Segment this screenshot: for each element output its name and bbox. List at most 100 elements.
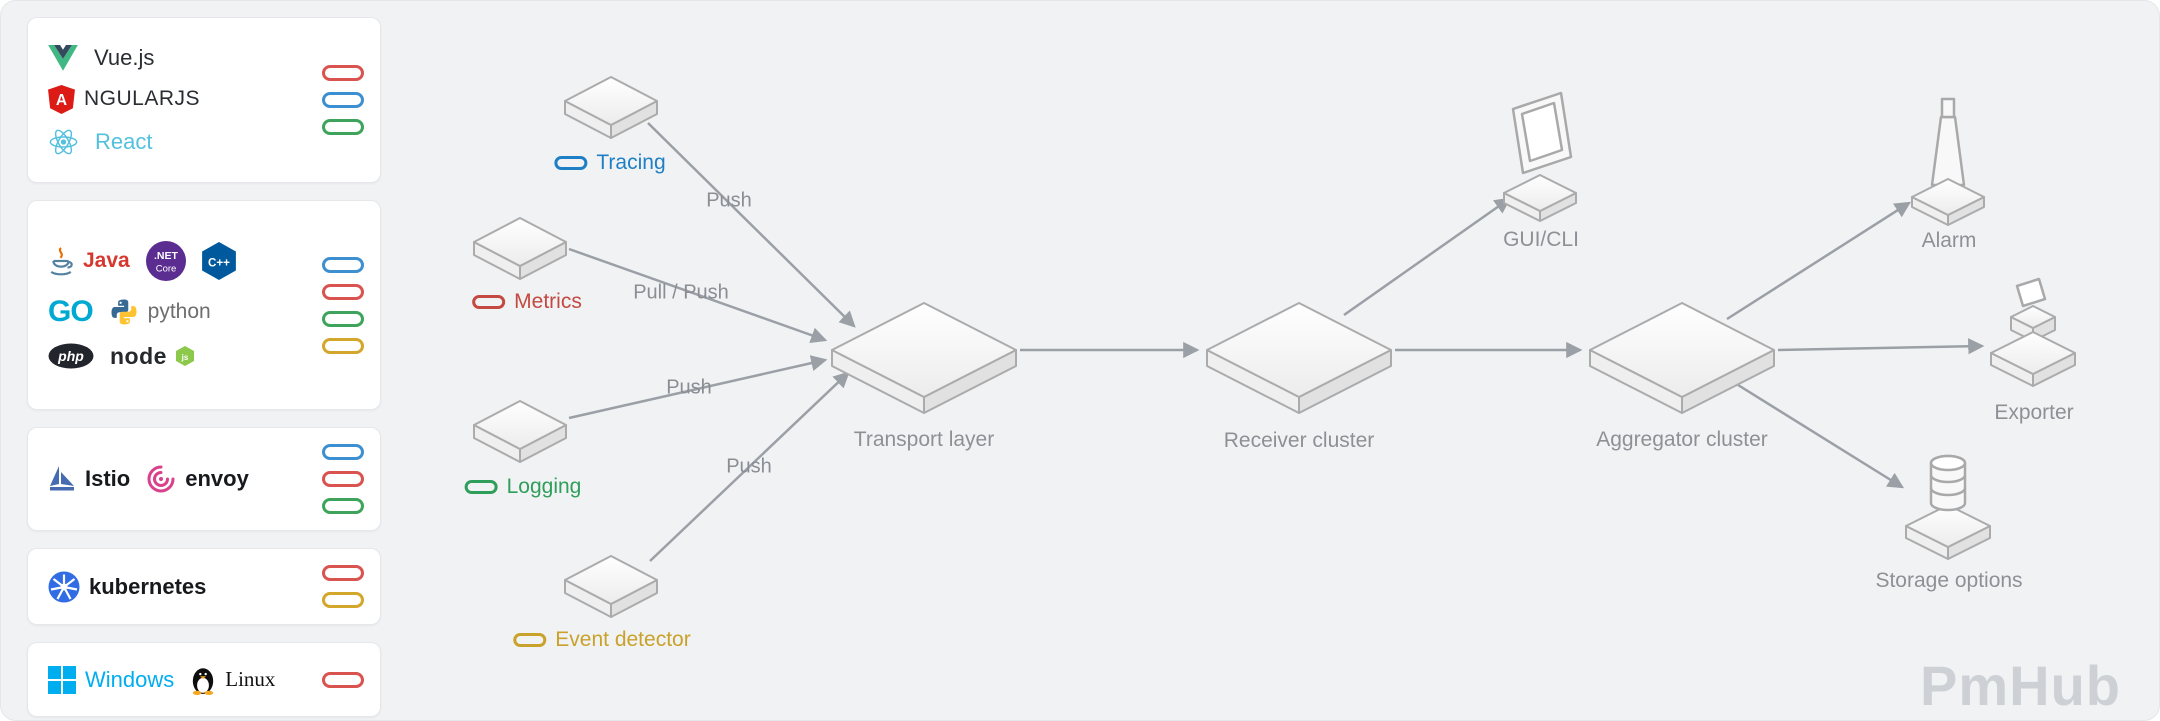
envoy-icon xyxy=(147,465,175,493)
go-icon: GO xyxy=(48,294,94,328)
pill-blue xyxy=(322,256,364,273)
arrow-tracing-to-transport xyxy=(647,122,856,328)
event-detector-box xyxy=(564,555,658,618)
edge-label-metrics: Pull / Push xyxy=(633,281,729,304)
arrow-event-to-transport xyxy=(649,371,850,562)
tech-istio: Istio xyxy=(48,464,130,494)
exporter-label: Exporter xyxy=(1994,401,2074,424)
nodejs-badge: js xyxy=(181,353,189,362)
tech-angularjs: A NGULARJS xyxy=(48,84,312,114)
pill-green xyxy=(322,498,364,514)
react-icon xyxy=(49,129,78,154)
tracing-pill-icon xyxy=(554,156,588,170)
pill-blue xyxy=(322,444,364,460)
metrics-box xyxy=(473,217,567,280)
tech-python: python xyxy=(109,297,211,327)
pill-green xyxy=(322,310,364,327)
tech-node: node js xyxy=(110,343,194,370)
react-label: React xyxy=(95,128,153,154)
edge-label-logging: Push xyxy=(666,376,712,399)
card4-pills xyxy=(322,565,364,608)
metrics-pill-icon xyxy=(472,295,506,309)
tech-kubernetes: kubernetes xyxy=(48,571,206,603)
dotnet-line2: Core xyxy=(155,263,176,274)
logging-box xyxy=(473,400,567,463)
python-icon xyxy=(111,299,137,324)
card-languages: Java .NET Core C++ GO xyxy=(27,200,381,410)
pill-red xyxy=(322,283,364,300)
alarm-label: Alarm xyxy=(1921,229,1977,252)
edge-label-tracing: Push xyxy=(706,189,752,212)
alarm-icon xyxy=(1911,97,1985,226)
card3-pills xyxy=(322,444,364,514)
dotnet-core-icon: .NET Core xyxy=(145,240,186,281)
tech-vuejs: Vue.js xyxy=(48,44,312,71)
cpp-label: C++ xyxy=(208,256,230,269)
aggregator-cluster-box xyxy=(1589,302,1775,414)
envoy-label: envoy xyxy=(185,466,249,491)
pill-green xyxy=(322,119,364,135)
transport-layer-label: Transport layer xyxy=(853,428,995,451)
exporter-icon xyxy=(1990,277,2076,387)
pill-red xyxy=(322,471,364,487)
pill-red xyxy=(322,565,364,581)
angularjs-label: NGULARJS xyxy=(84,87,201,110)
istio-label: Istio xyxy=(85,466,131,491)
card-operating-systems: Windows Linux xyxy=(27,642,381,717)
tracing-label: Tracing xyxy=(554,151,666,175)
istio-icon xyxy=(50,466,74,491)
card2-pills xyxy=(322,256,364,354)
languages-row-1: Java .NET Core C++ xyxy=(48,240,312,281)
gui-cli-label: GUI/CLI xyxy=(1503,228,1579,251)
dotnet-line1: .NET xyxy=(154,249,179,261)
arrow-receiver-to-gui xyxy=(1343,197,1511,317)
python-label: python xyxy=(147,299,211,323)
card-orchestration: kubernetes xyxy=(27,548,381,625)
windows-label: Windows xyxy=(85,666,175,692)
pill-yellow xyxy=(322,592,364,608)
card5-pills xyxy=(322,671,364,688)
receiver-cluster-label: Receiver cluster xyxy=(1223,429,1375,452)
php-icon: php xyxy=(48,343,94,369)
gui-cli-icon xyxy=(1503,91,1577,222)
node-label: node xyxy=(110,342,167,369)
receiver-cluster-box xyxy=(1206,302,1392,414)
java-icon xyxy=(50,246,73,275)
arrow-aggregator-to-alarm xyxy=(1726,201,1912,321)
card-frontend-frameworks: Vue.js A NGULARJS xyxy=(27,17,381,183)
tech-java: Java xyxy=(48,246,130,276)
pill-blue xyxy=(322,92,364,108)
tech-envoy: envoy xyxy=(146,464,249,494)
storage-options-label: Storage options xyxy=(1875,569,2023,592)
sidebar: Vue.js A NGULARJS xyxy=(27,17,381,717)
angularjs-icon: A xyxy=(48,84,75,114)
linux-icon xyxy=(193,667,214,695)
arrow-metrics-to-transport xyxy=(568,247,828,344)
logging-pill-icon xyxy=(464,480,498,494)
nodejs-icon: js xyxy=(175,346,194,366)
event-detector-pill-icon xyxy=(513,633,547,647)
languages-row-2: GO python xyxy=(48,295,312,329)
transport-layer-box xyxy=(831,302,1017,414)
event-detector-label: Event detector xyxy=(513,628,691,652)
kubernetes-icon xyxy=(48,571,80,602)
edge-label-event: Push xyxy=(726,455,772,478)
arrow-aggregator-to-storage xyxy=(1729,378,1905,489)
arrow-logging-to-transport xyxy=(568,355,828,420)
logging-label: Logging xyxy=(464,475,581,499)
pill-red xyxy=(322,65,364,81)
php-label: php xyxy=(57,348,84,364)
pill-red xyxy=(322,671,364,688)
watermark: PmHub xyxy=(1920,654,2121,717)
card-service-mesh: Istio envoy xyxy=(27,427,381,531)
tech-react: React xyxy=(48,128,312,156)
angularjs-initial: A xyxy=(56,92,67,109)
tech-windows: Windows xyxy=(48,665,175,694)
arrow-aggregator-to-exporter xyxy=(1777,338,1985,355)
storage-icon xyxy=(1905,454,1991,560)
vuejs-label: Vue.js xyxy=(94,44,155,70)
windows-icon xyxy=(48,665,76,694)
